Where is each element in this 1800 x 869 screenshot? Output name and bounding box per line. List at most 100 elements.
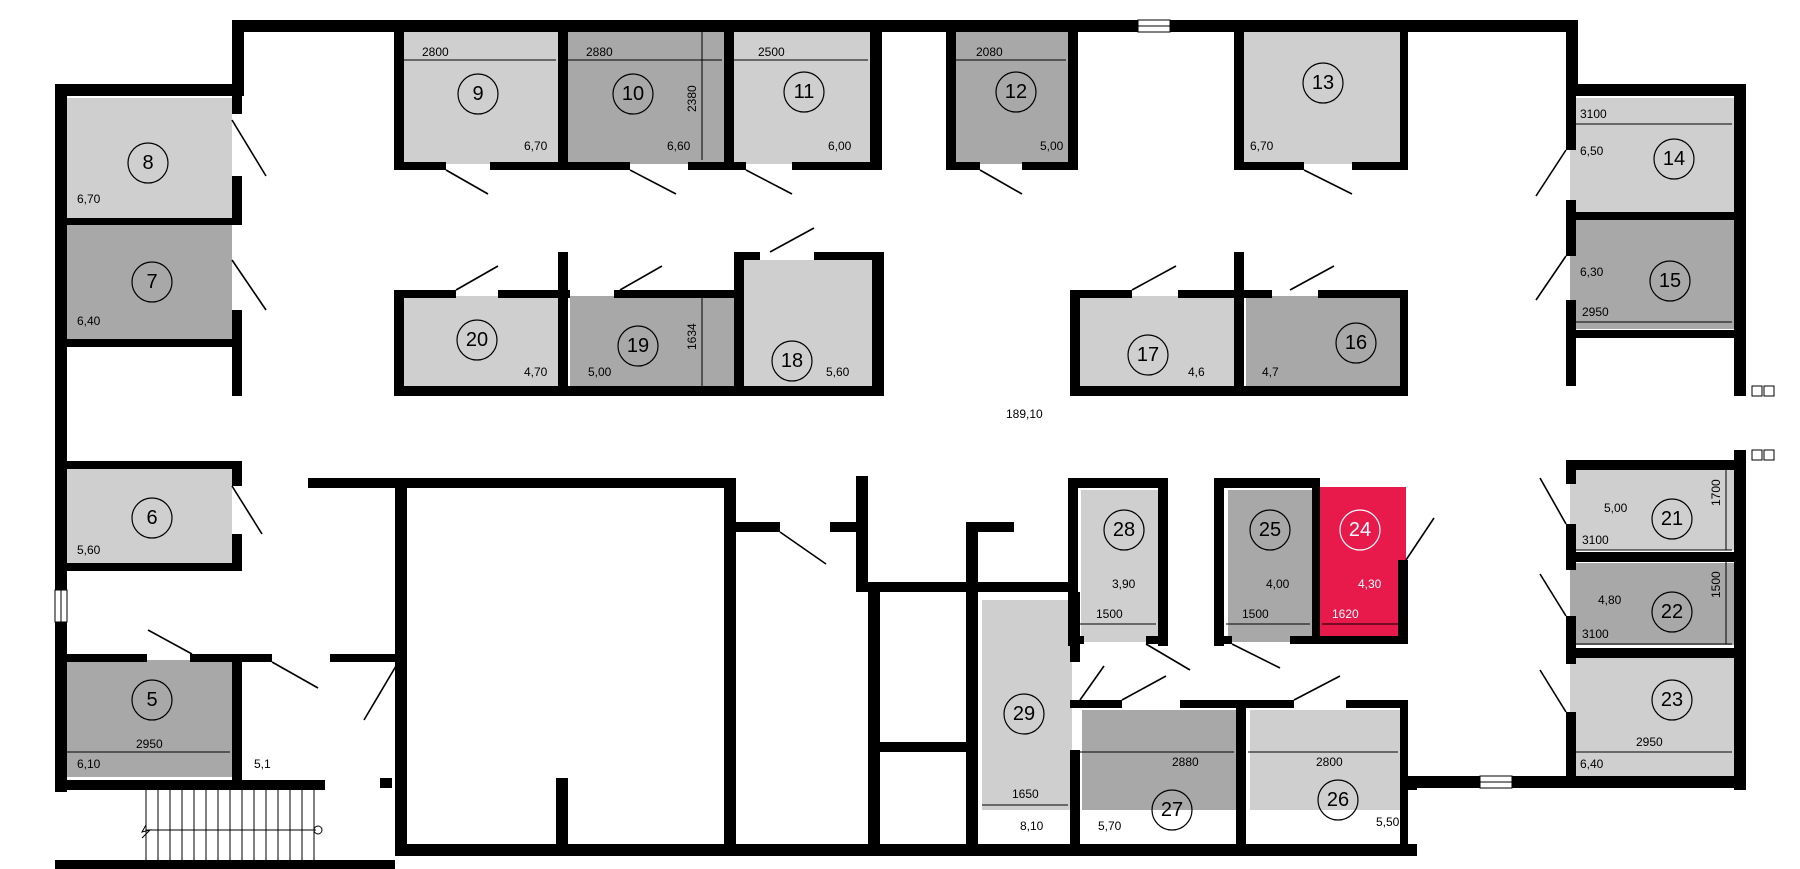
room-21-area: 5,00 [1604, 501, 1628, 515]
dim-room-27-width: 2880 [1172, 755, 1199, 769]
room-10-number-circle [612, 73, 654, 115]
room-6-fill[interactable] [67, 467, 232, 564]
room-10-area: 6,60 [667, 139, 691, 153]
dim-room-11-width: 2500 [758, 45, 785, 59]
room-14-number: 14 [1663, 148, 1685, 170]
room-23-number: 23 [1661, 689, 1683, 711]
room-fills [67, 32, 1734, 810]
room-11-number: 11 [794, 81, 815, 103]
walls [55, 20, 1746, 869]
room-18-number-circle [771, 340, 813, 382]
dim-room-5-width: 2950 [136, 737, 163, 751]
room-18-fill[interactable] [742, 260, 872, 388]
room-labels: 5 6,10 6 5,60 7 6,40 8 6,70 9 6,70 10 6,… [77, 62, 1695, 833]
room-8-area: 6,70 [77, 192, 101, 206]
room-22-area: 4,80 [1598, 593, 1622, 607]
dim-room-10-height: 2380 [685, 85, 699, 112]
room-12-fill[interactable] [952, 32, 1068, 164]
landing-area: 5,1 [254, 757, 271, 771]
room-5-number: 5 [146, 689, 157, 711]
room-22-number: 22 [1661, 601, 1683, 623]
room-20-number-circle [456, 319, 498, 361]
room-6-number: 6 [146, 507, 157, 529]
room-11-area: 6,00 [828, 139, 852, 153]
room-13-area: 6,70 [1250, 139, 1274, 153]
room-26-number-circle [1317, 779, 1359, 821]
room-27-area: 5,70 [1098, 819, 1122, 833]
room-8-fill[interactable] [67, 98, 232, 218]
room-13-number-circle [1302, 62, 1344, 104]
room-9-number: 9 [472, 83, 483, 105]
room-7-number-circle [131, 261, 173, 303]
room-7-number: 7 [146, 271, 157, 293]
room-7-area: 6,40 [77, 314, 101, 328]
dim-room-9-width: 2800 [422, 45, 449, 59]
room-11-fill[interactable] [733, 32, 871, 164]
room-29-number: 29 [1013, 703, 1035, 725]
room-14-fill[interactable] [1570, 98, 1734, 213]
room-25-number: 25 [1259, 519, 1281, 541]
room-12-number-circle [995, 71, 1037, 113]
dim-room-25-width: 1500 [1242, 607, 1269, 621]
room-23-fill[interactable] [1570, 658, 1734, 776]
room-22-fill[interactable] [1570, 563, 1734, 645]
room-6-number-circle [131, 497, 173, 539]
room-15-number: 15 [1659, 270, 1681, 292]
room-28-number: 28 [1113, 519, 1135, 541]
room-21-number-circle [1651, 498, 1693, 540]
room-24-number: 24 [1349, 519, 1371, 541]
dim-room-22-width: 3100 [1582, 627, 1609, 641]
room-5-area: 6,10 [77, 757, 101, 771]
corridor-area: 189,10 [1006, 407, 1043, 421]
room-25-number-circle [1249, 509, 1291, 551]
room-17-fill[interactable] [1076, 296, 1234, 388]
room-21-number: 21 [1661, 508, 1683, 530]
room-9-number-circle [457, 73, 499, 115]
room-24-fill[interactable] [1318, 487, 1406, 639]
room-27-fill[interactable] [1082, 710, 1242, 810]
room-16-number-circle [1335, 322, 1377, 364]
room-28-number-circle [1103, 509, 1145, 551]
room-9-fill[interactable] [400, 32, 560, 164]
room-28-fill[interactable] [1081, 490, 1165, 642]
dim-room-12-width: 2080 [976, 45, 1003, 59]
room-27-number: 27 [1161, 799, 1183, 821]
room-14-number-circle [1653, 138, 1695, 180]
room-17-number: 17 [1137, 344, 1159, 366]
room-19-number: 19 [627, 335, 649, 357]
dim-room-26-width: 2800 [1316, 755, 1343, 769]
room-7-fill[interactable] [67, 224, 232, 339]
room-10-number: 10 [622, 83, 644, 105]
dim-room-21-width: 3100 [1582, 533, 1609, 547]
room-23-area: 6,40 [1580, 757, 1604, 771]
room-21-fill[interactable] [1570, 470, 1734, 550]
room-10-fill[interactable] [566, 32, 726, 164]
door-swings [147, 119, 1567, 721]
room-19-fill[interactable] [570, 296, 734, 388]
room-20-fill[interactable] [400, 296, 560, 388]
room-16-fill[interactable] [1246, 296, 1404, 388]
room-20-number: 20 [466, 329, 488, 351]
staircase [140, 790, 323, 869]
room-29-fill[interactable] [982, 600, 1072, 810]
room-14-area: 6,50 [1580, 144, 1604, 158]
room-18-area: 5,60 [826, 365, 850, 379]
room-20-area: 4,70 [524, 365, 548, 379]
room-22-number-circle [1651, 591, 1693, 633]
room-13-number: 13 [1312, 72, 1334, 94]
room-25-fill[interactable] [1228, 490, 1312, 642]
room-13-fill[interactable] [1240, 32, 1400, 164]
room-17-area: 4,6 [1188, 365, 1205, 379]
room-18-number: 18 [781, 350, 803, 372]
room-15-area: 6,30 [1580, 265, 1604, 279]
room-15-fill[interactable] [1570, 219, 1734, 329]
room-5-fill[interactable] [67, 660, 232, 777]
dim-room-10-width: 2880 [586, 45, 613, 59]
room-26-number: 26 [1327, 789, 1349, 811]
room-26-fill[interactable] [1250, 710, 1404, 810]
dim-room-22-height: 1500 [1709, 571, 1723, 598]
room-24-number-circle [1339, 509, 1381, 551]
dim-room-24-width: 1620 [1332, 607, 1359, 621]
dimension-labels: 2800 2880 2380 2500 2080 3100 2950 1634 … [136, 45, 1723, 801]
